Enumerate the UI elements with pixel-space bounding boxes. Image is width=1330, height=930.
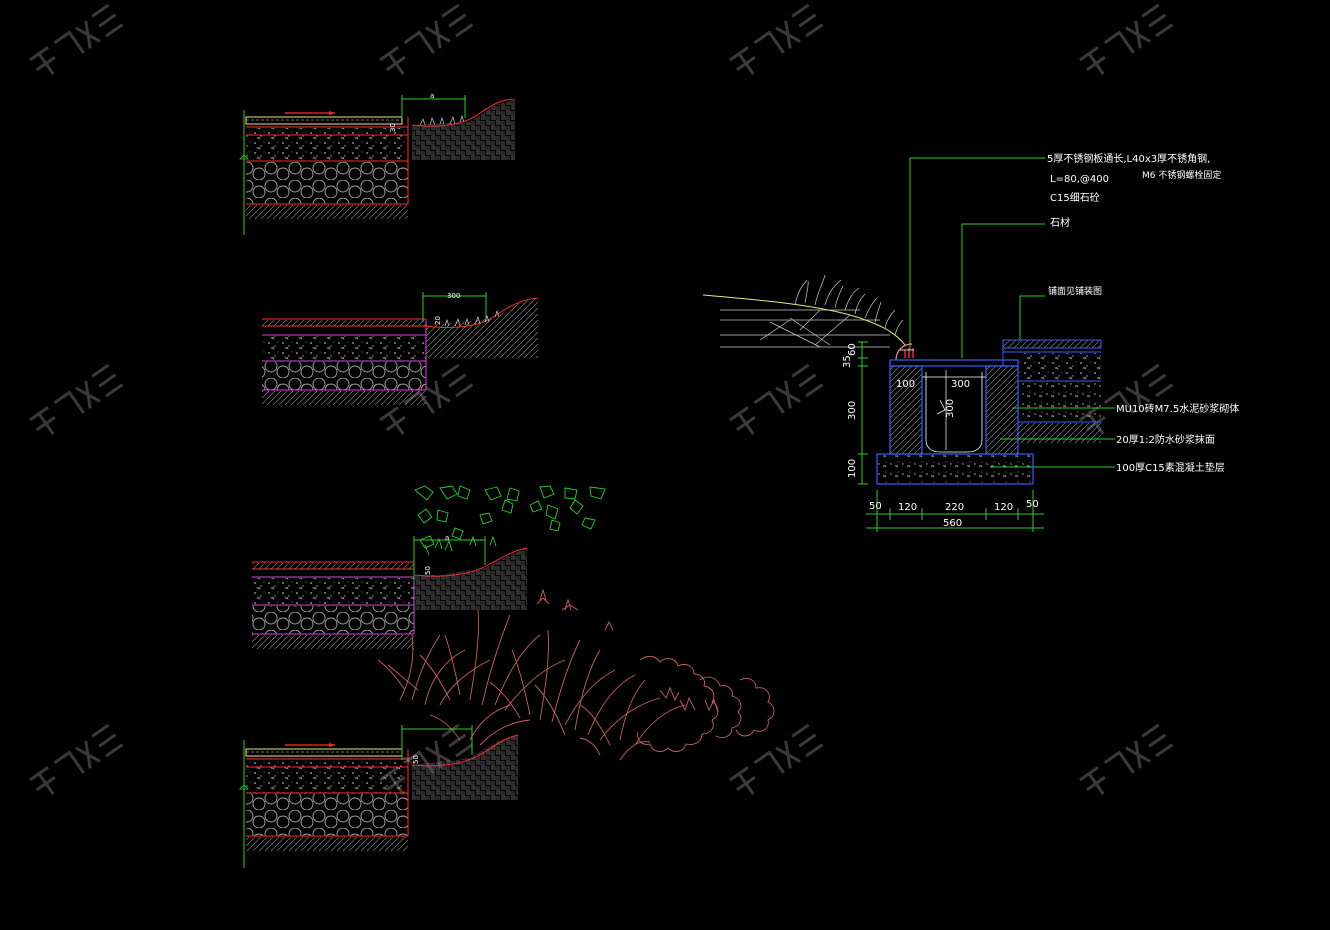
annotation-bolt: M6 不锈钢螺栓固定 (1142, 169, 1221, 181)
drain-detail: 5厚不锈钢板通长,L40x3厚不锈角钢, L=80,@400 M6 不锈钢螺栓固… (702, 152, 1239, 532)
dim-vertical-60: 60 (847, 343, 858, 356)
ground-cover-foliage (414, 485, 606, 556)
annotation-stone: 石材 (1050, 216, 1070, 229)
annotation-c15: C15细石砼 (1050, 191, 1100, 204)
dim-inner-300: 300 (951, 379, 970, 390)
section-3-dim-top: a (445, 534, 449, 542)
dim-vertical-35: 35 (842, 355, 853, 368)
section-3-dim-side: 50 (424, 566, 432, 575)
section-4-dim-side: 50 (412, 755, 420, 764)
annotation-waterproof: 20厚1:2防水砂浆抹面 (1116, 433, 1215, 446)
section-1-dim-top: a (430, 92, 434, 100)
edge-section-4: 50 (239, 725, 519, 868)
annotation-brick: MU10砖M7.5水泥砂浆砌体 (1116, 402, 1239, 415)
dim-vertical-300: 300 (847, 401, 858, 420)
edge-section-3: a 50 (252, 485, 606, 649)
annotation-steel-spec: L=80,@400 (1050, 174, 1109, 185)
dim-inner-depth: 300 (945, 399, 956, 418)
dim-bottom-50-left: 50 (869, 501, 882, 512)
ornamental-grass-planting (377, 588, 775, 761)
section-2-dim-top: 300 (447, 292, 460, 300)
dim-vertical-100: 100 (847, 459, 858, 478)
section-2-dim-side: 20 (434, 316, 442, 325)
edge-section-2: 300 20 (262, 292, 539, 405)
watermarks (29, 3, 1174, 796)
dim-bottom-50-right: 50 (1026, 499, 1039, 510)
dim-inner-100: 100 (896, 379, 915, 390)
annotation-base: 100厚C15素混凝土垫层 (1116, 461, 1225, 474)
dim-bottom-220: 220 (945, 502, 964, 513)
dim-bottom-120-right: 120 (994, 502, 1013, 513)
section-1-dim-side: 30 (389, 123, 397, 132)
dim-total-560: 560 (943, 518, 962, 529)
annotation-paving: 铺面见铺装图 (1048, 285, 1102, 297)
edge-section-1: a 30 (239, 92, 516, 235)
annotation-steel-grate: 5厚不锈钢板通长,L40x3厚不锈角钢, (1047, 152, 1210, 165)
dim-bottom-120-left: 120 (898, 502, 917, 513)
